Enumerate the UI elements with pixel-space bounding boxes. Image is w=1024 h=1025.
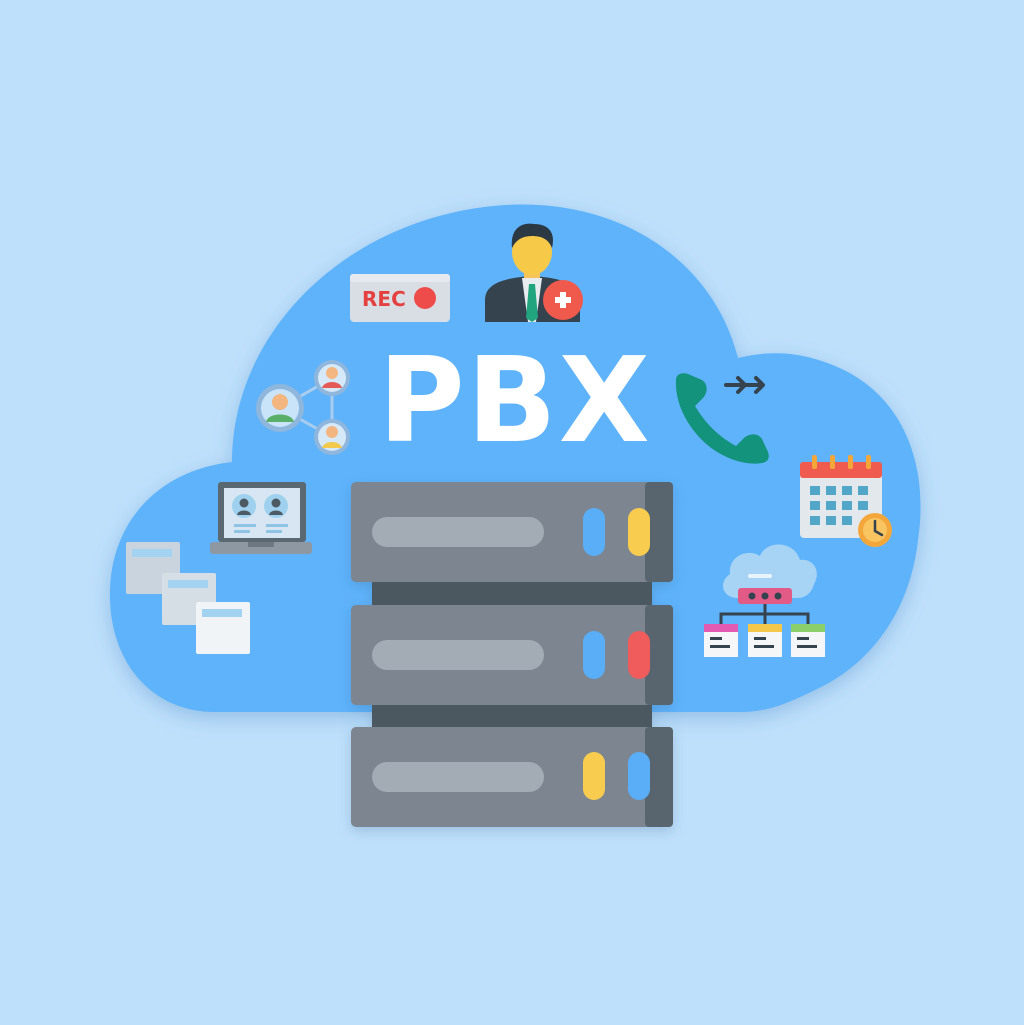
cloud-shape [109,204,921,713]
schedule-calendar-icon [800,455,892,547]
pbx-title: PBX [378,331,652,469]
server-unit-top [351,482,673,582]
rec-label: REC [362,287,406,311]
cloud-network-icon [704,544,825,657]
documents-stack-icon [126,542,250,654]
video-call-laptop-icon [210,482,312,554]
call-forward-icon [675,373,769,464]
server-unit-middle [351,605,673,705]
record-badge-icon [350,274,450,322]
add-agent-icon [485,223,583,322]
team-network-icon [256,360,350,455]
server-unit-bottom [351,727,673,827]
server-rack-icon [351,482,673,827]
